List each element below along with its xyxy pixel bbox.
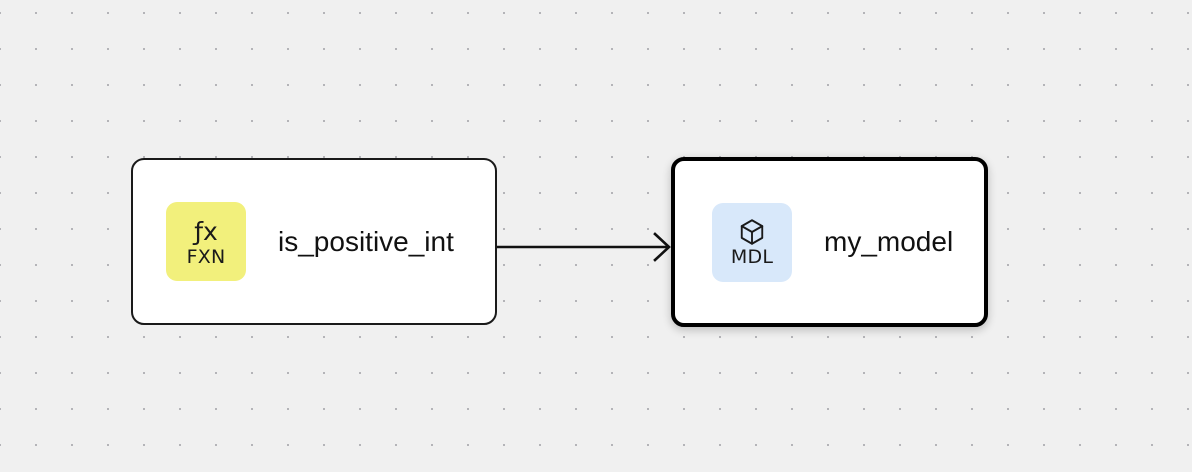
- fxn-badge: ƒx FXN: [166, 202, 246, 281]
- node-title-is-positive-int: is_positive_int: [278, 225, 454, 257]
- node-is-positive-int[interactable]: ƒx FXN is_positive_int: [131, 158, 497, 325]
- fxn-badge-label: FXN: [186, 245, 226, 268]
- edge-arrowhead-icon: [653, 232, 671, 262]
- mdl-badge-label: MDL: [730, 246, 774, 268]
- mdl-badge: MDL: [712, 202, 792, 282]
- edge-fxn-to-mdl[interactable]: [497, 232, 671, 262]
- node-my-model[interactable]: MDL my_model: [671, 157, 988, 327]
- cube-icon: [737, 217, 767, 247]
- node-title-my-model: my_model: [824, 226, 954, 257]
- fx-icon: ƒx: [194, 217, 218, 246]
